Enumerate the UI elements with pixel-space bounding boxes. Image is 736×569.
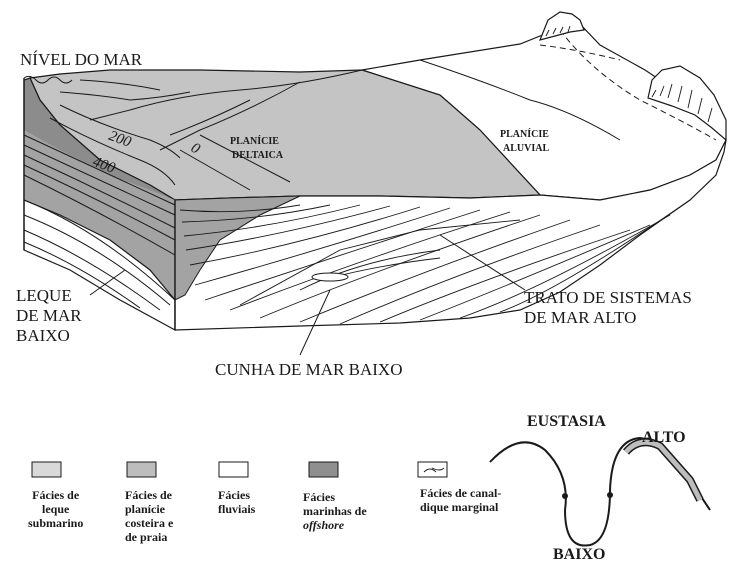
eustasy-curve [489,436,711,547]
legend-swatch-offshore [308,461,339,478]
side-face [174,139,727,331]
highstand-label-1: TRATO DE SISTEMAS [524,288,692,307]
legend-text-coastal-plain: Fácies de planície costeira e de praia [125,488,174,544]
mountain-hatching [545,25,713,123]
eustasy-marker [562,493,568,499]
sea-level-label: NÍVEL DO MAR [20,50,143,69]
mountain-left [538,11,585,41]
legend-swatch-submarine-fan [31,461,62,478]
legend-text-submarine-fan: Fácies de leque submarino [28,488,84,530]
legend-text-offshore: Fácies marinhas de offshore [303,490,367,532]
front-strata-lines [23,134,176,311]
legend-text-fluvial: Fácies fluviais [218,488,256,516]
legend-swatch-coastal-plain [126,461,157,478]
clinoform-lines [179,199,691,325]
eustasy-marker [607,492,613,498]
channel-levee-symbol [423,467,445,473]
front-vertical-edge [23,78,176,330]
depth-contours [49,104,181,186]
alluvial-plain-label-2: ALUVIAL [503,143,550,154]
legend-swatch-fluvial [218,461,249,478]
legend-text-channel-levee: Fácies de canal- dique marginal [420,486,502,514]
lowstand-fan-label-2: DE MAR [16,306,82,325]
channel-lens [311,272,349,282]
delta-plain-label-1: PLANÍCIE [230,136,279,147]
eustasy-high-label: ALTO [642,429,686,446]
eustasy-title: EUSTASIA [527,413,606,430]
mountain-right [647,65,727,142]
lowstand-fan-label-3: BAIXO [16,326,70,345]
delta-plain-label-2: DELTAICA [232,150,284,161]
alluvial-plain-label-1: PLANÍCIE [500,129,549,140]
highstand-label-2: DE MAR ALTO [524,308,637,327]
delta-channels [59,69,363,191]
leader-lines [89,234,526,356]
sea-level-line [23,75,73,84]
lowstand-wedge-label: CUNHA DE MAR BAIXO [215,360,403,379]
lowstand-fan-label-1: LEQUE [16,286,72,305]
alluvial-channels [419,29,717,141]
eustasy-low-label: BAIXO [553,546,606,563]
side-face-grey-band [174,195,301,301]
